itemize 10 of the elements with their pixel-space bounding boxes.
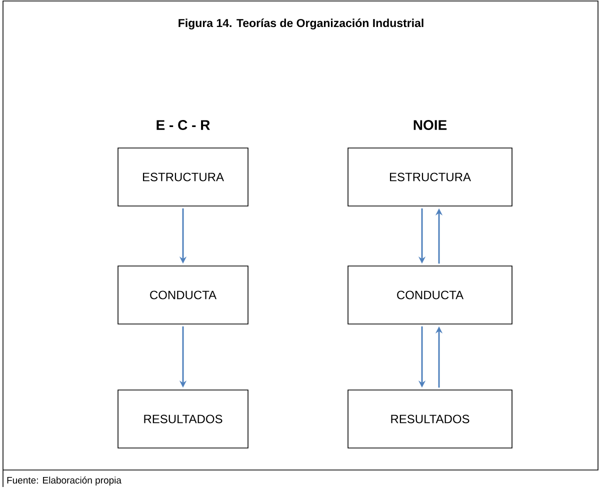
process-box: RESULTADOS (348, 390, 512, 448)
process-box: ESTRUCTURA (118, 148, 248, 206)
process-box: RESULTADOS (118, 390, 248, 448)
process-box: CONDUCTA (348, 266, 512, 324)
title: Figura 14. Teorías de Organización Industrial (178, 18, 424, 30)
caption: Fuente: Elaboración propia (7, 476, 122, 486)
column-heading: NOIE (414, 120, 447, 130)
process-box: CONDUCTA (118, 266, 248, 324)
column-heading: E - C - R (156, 120, 210, 130)
process-box: ESTRUCTURA (348, 148, 512, 206)
